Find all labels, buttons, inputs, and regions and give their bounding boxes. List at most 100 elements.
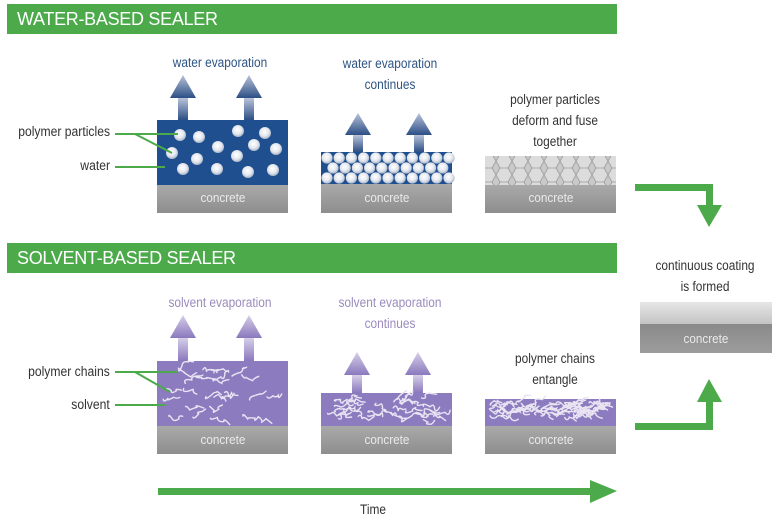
polymer-particle (443, 172, 455, 184)
packed-polymer-particles (321, 152, 455, 184)
polymer-particle (270, 143, 282, 155)
polymer-particle (327, 162, 339, 174)
polymer-particle (242, 166, 254, 178)
polymer-particle (211, 163, 223, 175)
polymer-chain (357, 414, 375, 422)
polymer-chain (192, 408, 207, 419)
polymer-particle (437, 162, 449, 174)
polymer-particle (370, 172, 382, 184)
polymer-particle (364, 162, 376, 174)
polymer-chain (578, 412, 592, 420)
polymer-chain (184, 405, 205, 411)
polymer-chain (520, 402, 537, 410)
polymer-chain (542, 403, 560, 409)
polymer-particle (333, 172, 345, 184)
caption-line: deform and fuse (512, 113, 598, 128)
polymer-chain (595, 400, 614, 408)
polymer-particle (370, 152, 382, 164)
concrete-layer: concrete (485, 185, 616, 213)
concrete-label: concrete (528, 432, 573, 447)
flow-arrow-up-icon (635, 379, 722, 430)
water-stage2-caption: water evaporation continues (324, 53, 456, 95)
polymer-particle (351, 162, 363, 174)
polymer-chain (489, 399, 503, 406)
caption-line: polymer chains (515, 351, 595, 366)
solvent-based-title: SOLVENT-BASED SEALER (17, 248, 236, 268)
polymer-particle (231, 150, 243, 162)
polymer-chain (533, 405, 552, 416)
polymer-chain (494, 407, 508, 413)
polymer-chain (489, 411, 505, 419)
polymer-chain (422, 419, 436, 425)
time-label: Time (360, 502, 386, 517)
polymer-chain (587, 412, 603, 419)
concrete-layer: concrete (640, 324, 772, 353)
polymer-particle (177, 163, 189, 175)
polymer-chain (248, 390, 267, 401)
polymer-particle (174, 129, 186, 141)
polymer-chain (551, 411, 565, 416)
polymer-chain (515, 394, 532, 405)
polymer-chain (204, 390, 222, 400)
polymer-chain (529, 395, 547, 407)
polymer-chain (573, 408, 590, 414)
caption-line: continues (364, 316, 416, 331)
polymer-particle (412, 162, 424, 174)
polymer-chain (548, 401, 566, 408)
water-stage1-caption: water evaporation (172, 55, 268, 70)
polymer-chain (586, 407, 605, 418)
evaporation-arrow-icon (170, 75, 196, 120)
polymer-chain (404, 406, 423, 414)
leader-lines (115, 133, 178, 168)
concrete-label: concrete (683, 331, 729, 346)
polymer-chain (182, 387, 198, 395)
polymer-chain (241, 374, 260, 382)
solvent-stage3-caption: polymer chains entangle (489, 348, 621, 390)
evaporation-arrow-icon (405, 352, 431, 393)
polymer-chain (422, 403, 441, 412)
polymer-chain (392, 405, 407, 412)
flow-arrow-down-icon (635, 184, 722, 227)
caption-line: polymer particles (510, 92, 600, 107)
polymer-chain (432, 409, 451, 418)
polymer-chain (502, 414, 519, 422)
time-arrow-icon (158, 480, 617, 503)
polymer-chain (223, 390, 239, 397)
polymer-chain (177, 367, 198, 378)
concrete-label: concrete (364, 432, 409, 447)
polymer-particle (193, 131, 205, 143)
solvent-layer (157, 361, 288, 426)
polymer-particle (376, 162, 388, 174)
polymer-particle (443, 152, 455, 164)
polymer-chain (220, 392, 235, 400)
polymer-chain (333, 398, 348, 404)
polymer-chain (506, 405, 524, 415)
polymer-particle (333, 152, 345, 164)
polymer-chain (209, 416, 231, 426)
polymer-chain (242, 413, 260, 421)
polymer-particle (267, 164, 279, 176)
polymer-chain (349, 398, 366, 403)
polymer-chain (168, 414, 184, 422)
polymer-chain (213, 368, 229, 374)
concrete-label: concrete (364, 190, 409, 205)
polymer-chain (567, 402, 584, 410)
polymer-particles-label: polymer particles (18, 124, 110, 139)
polymer-chain (266, 393, 283, 399)
leader-lines (115, 371, 178, 406)
polymer-particle (339, 162, 351, 174)
evaporation-arrow-icon (345, 113, 371, 152)
polymer-chain (551, 405, 569, 412)
polymer-chains-label: polymer chains (28, 364, 110, 379)
polymer-particle (191, 153, 203, 165)
caption-line: water evaporation (342, 56, 438, 71)
water-stage3-caption: polymer particles deform and fuse togeth… (489, 89, 621, 152)
polymer-particle (345, 152, 357, 164)
polymer-chain (256, 416, 273, 424)
evaporation-arrow-icon (236, 315, 262, 361)
polymer-chain (592, 405, 609, 411)
concrete-label: concrete (528, 190, 573, 205)
polymer-particle (382, 172, 394, 184)
polymer-chain (401, 389, 414, 402)
